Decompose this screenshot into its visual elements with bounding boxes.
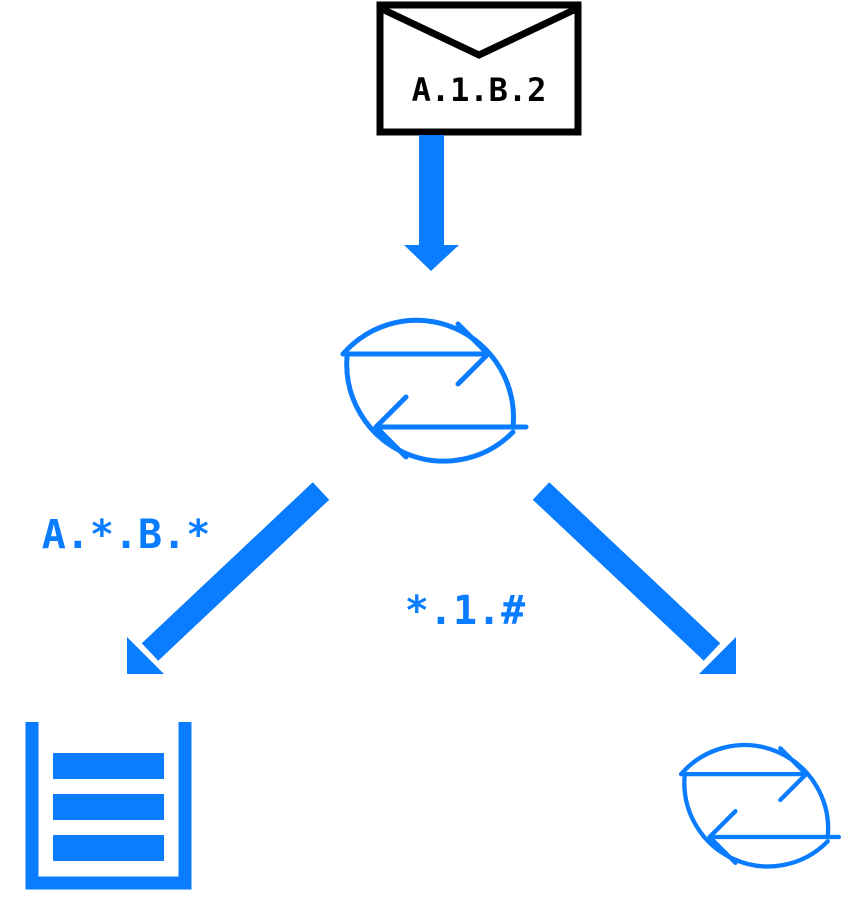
arrow-exchange-to-queue [127, 482, 330, 674]
exchange-ring-top [678, 742, 831, 840]
exchange-ring-bottom [682, 774, 830, 869]
envelope-flap [378, 4, 580, 59]
arrow-head [127, 637, 164, 674]
envelope-icon [376, 1, 582, 136]
exchange-icon [340, 317, 529, 464]
exchange-ring-top [340, 317, 516, 430]
arrow-head [699, 637, 736, 674]
arrow-shaft [532, 482, 721, 661]
queue-message-bar [53, 753, 164, 779]
exchange-arrow-right-head [778, 746, 809, 803]
arrow-exchange-to-exchange [532, 482, 736, 674]
queue-message-bar [53, 835, 164, 861]
exchange-arrow-left-head [707, 809, 738, 866]
exchange-ring-bottom [344, 354, 516, 464]
queue-icon [25, 722, 192, 890]
message-routing-key: A.1.B.2 [412, 71, 547, 109]
queue-message-bar [53, 794, 164, 820]
exchange-arrow-right-head [455, 321, 491, 387]
binding-label-left: A.*.B.* [42, 512, 211, 558]
arrow-shaft [419, 135, 444, 247]
queue-container [25, 722, 192, 890]
exchange-icon [678, 742, 842, 869]
exchange-arrow-left-head [373, 394, 409, 460]
binding-label-right: *.1.# [405, 588, 525, 634]
arrow-head [404, 245, 459, 271]
arrow-message-to-exchange [404, 135, 459, 271]
arrow-shaft [141, 482, 330, 661]
